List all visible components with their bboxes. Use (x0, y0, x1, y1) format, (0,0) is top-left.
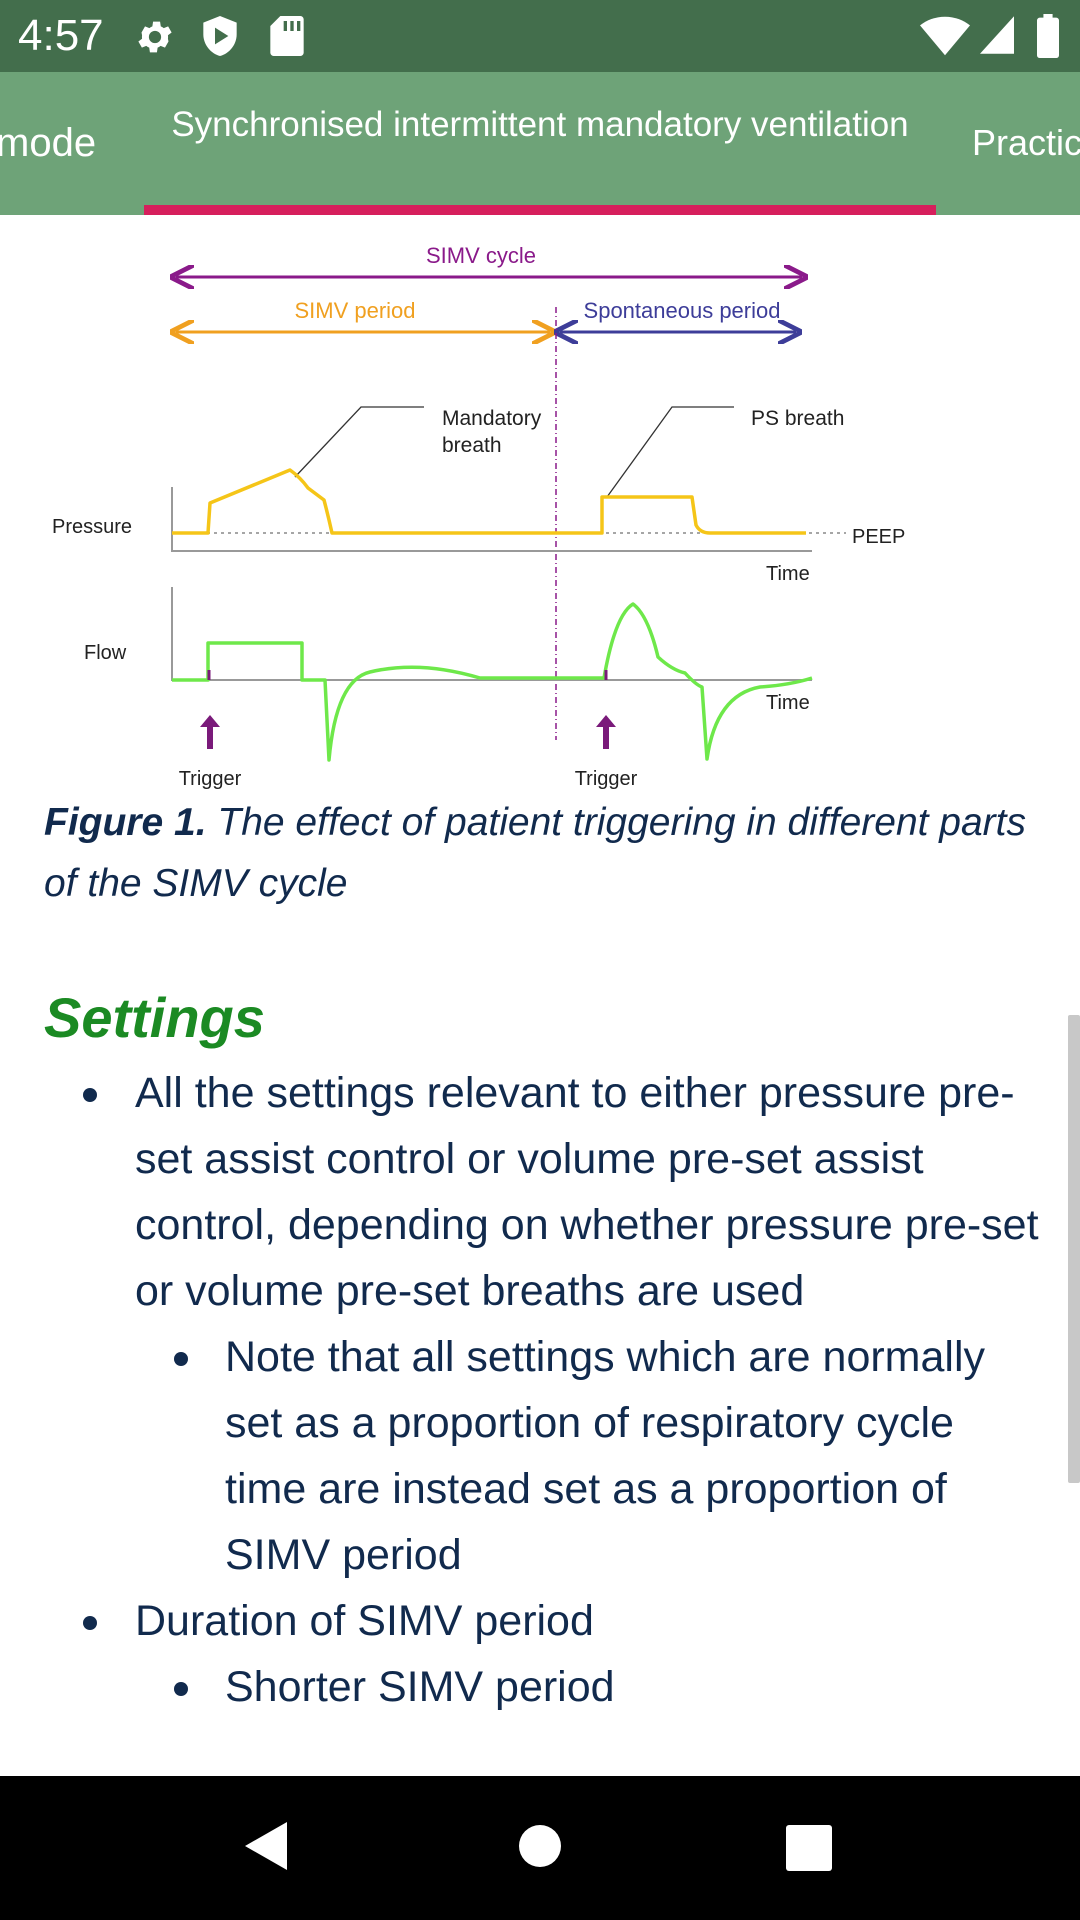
mandatory-breath-callout (294, 406, 424, 478)
pressure-axis (171, 487, 812, 552)
tab-practical[interactable]: Practic (972, 122, 1080, 163)
peep-label: PEEP (852, 526, 905, 548)
flow-time-label: Time (766, 692, 810, 714)
flow-axis (171, 587, 812, 681)
bullet-dot (174, 1352, 188, 1366)
flow-trace (172, 602, 813, 762)
bullet-dot (83, 1616, 97, 1630)
list-item: All the settings relevant to either pres… (0, 1060, 1040, 1324)
list-item: Duration of SIMV period (0, 1588, 1040, 1654)
caption-text: The effect of patient triggering in diff… (44, 801, 1027, 905)
scrollbar[interactable] (1068, 1015, 1080, 1483)
pressure-time-label: Time (766, 563, 810, 585)
navigation-bar (0, 1776, 1080, 1920)
settings-heading: Settings (44, 986, 265, 1049)
tab-mode[interactable]: mode (0, 121, 97, 165)
mandatory-breath-label: Mandatory (442, 407, 542, 430)
trigger-label-1: Trigger (179, 768, 242, 790)
active-tab-indicator (144, 205, 936, 215)
list-item: Shorter SIMV period (0, 1654, 1040, 1720)
mandatory-breath-label-2: breath (442, 434, 502, 457)
spontaneous-period-label: Spontaneous period (584, 298, 781, 323)
list-item-text: All the settings relevant to either pres… (135, 1069, 1039, 1315)
tab-bar: mode Synchronised intermittent mandatory… (0, 72, 1080, 215)
caption-label: Figure 1. (44, 801, 207, 844)
list-item-text: Shorter SIMV period (225, 1663, 615, 1711)
signal-icon (980, 16, 1014, 54)
trigger-label-2: Trigger (575, 768, 638, 790)
trigger-arrow-1 (200, 715, 220, 749)
home-icon[interactable] (518, 1824, 562, 1868)
bullet-dot (83, 1088, 97, 1102)
battery-icon (1037, 14, 1059, 58)
figure-caption: Figure 1. The effect of patient triggeri… (44, 792, 1044, 914)
simv-cycle-label: SIMV cycle (426, 243, 536, 268)
simv-figure: SIMV cycle SIMV period Spontaneous perio… (0, 215, 1080, 795)
status-time: 4:57 (18, 11, 104, 60)
simv-period-label: SIMV period (294, 298, 415, 323)
trigger-arrow-2 (596, 715, 616, 749)
bullet-dot (174, 1682, 188, 1696)
flow-axis-label: Flow (84, 642, 127, 664)
settings-list: All the settings relevant to either pres… (0, 1060, 1040, 1720)
recents-icon[interactable] (786, 1825, 832, 1871)
sd-card-icon (270, 16, 304, 56)
shield-icon (203, 16, 237, 56)
list-item-text: Note that all settings which are normall… (225, 1333, 986, 1579)
list-item: Note that all settings which are normall… (0, 1324, 1040, 1588)
back-icon[interactable] (243, 1820, 289, 1872)
ps-breath-callout (606, 406, 734, 498)
pressure-trace (172, 468, 806, 535)
gear-icon (138, 21, 172, 53)
list-item-text: Duration of SIMV period (135, 1597, 594, 1645)
tab-simv[interactable]: Synchronised intermittent mandatory vent… (171, 105, 909, 144)
pressure-axis-label: Pressure (52, 516, 132, 538)
status-bar: 4:57 (0, 0, 1080, 72)
wifi-icon (920, 16, 970, 56)
ps-breath-label: PS breath (751, 407, 844, 430)
